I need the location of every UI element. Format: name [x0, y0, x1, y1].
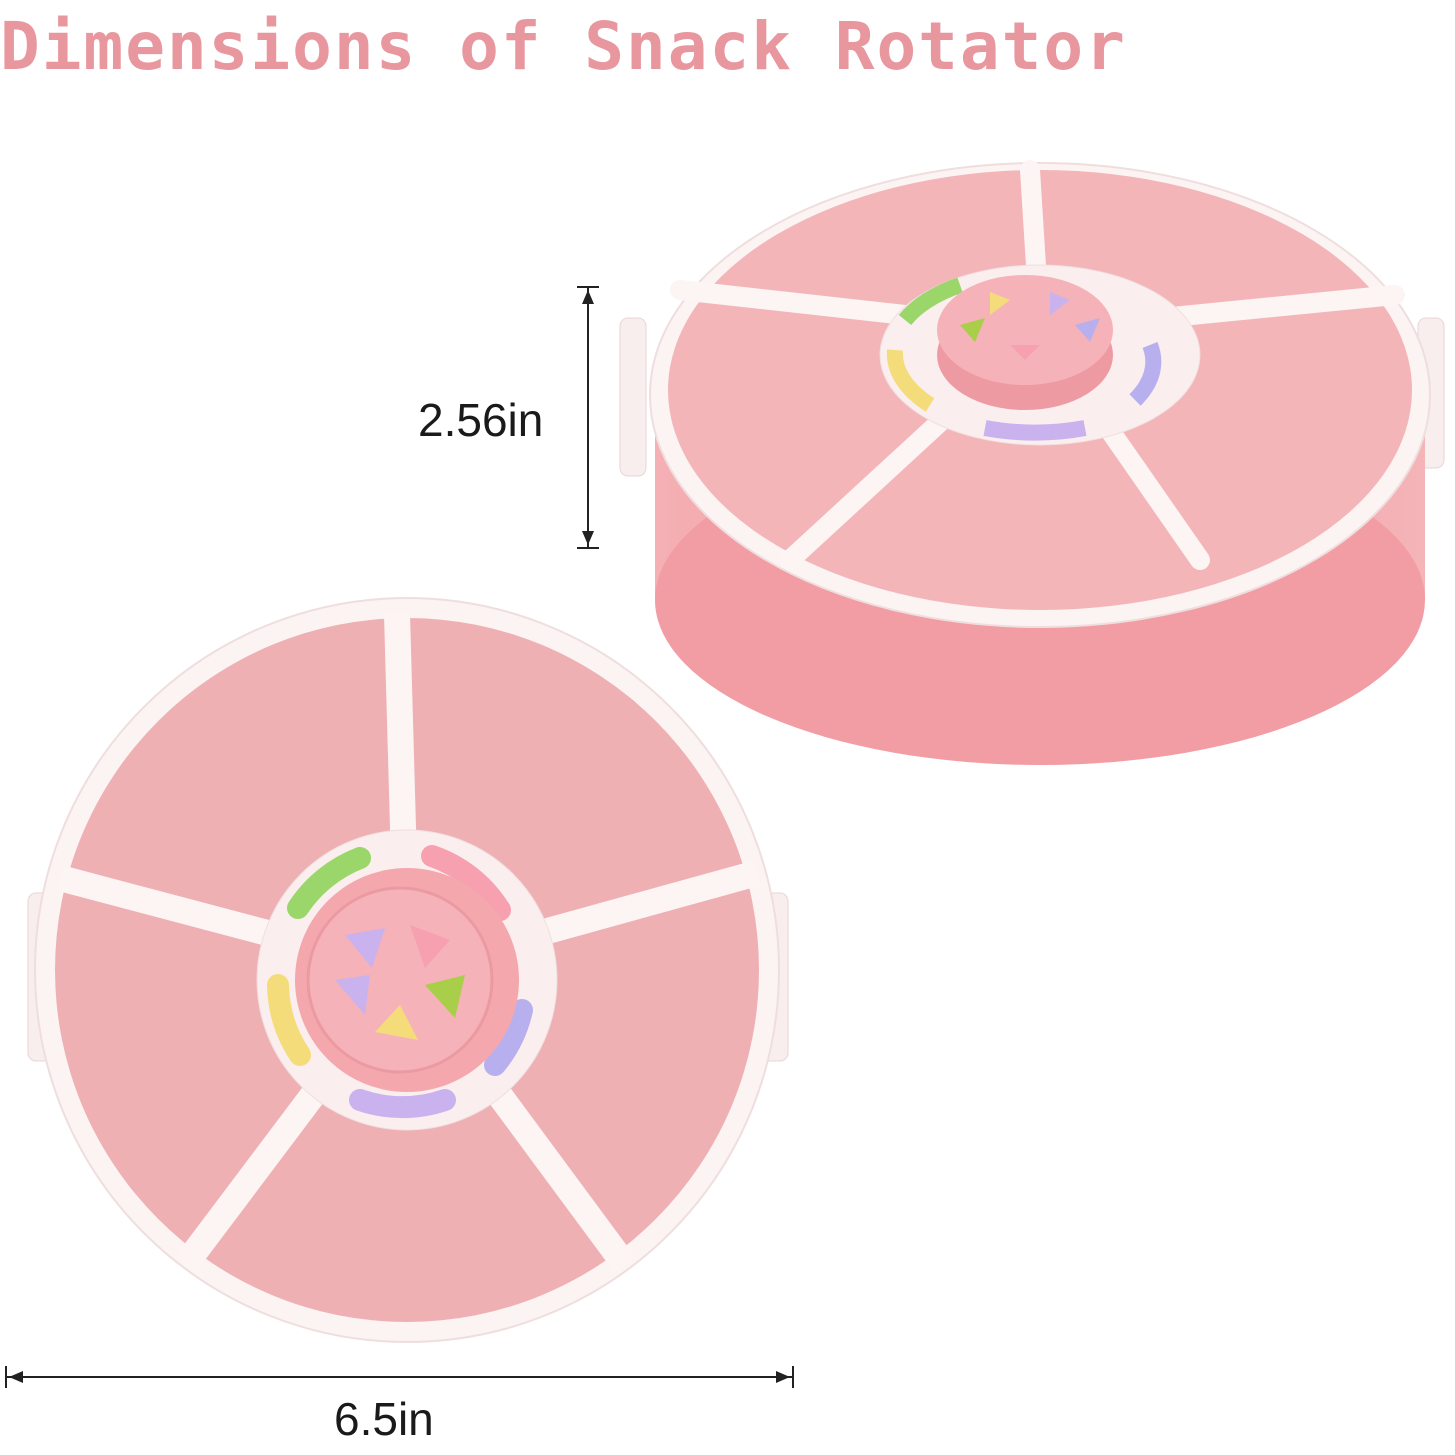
page-title: Dimensions of Snack Rotator: [0, 8, 1127, 85]
width-label: 6.5in: [334, 1393, 434, 1445]
height-label: 2.56in: [418, 394, 544, 446]
